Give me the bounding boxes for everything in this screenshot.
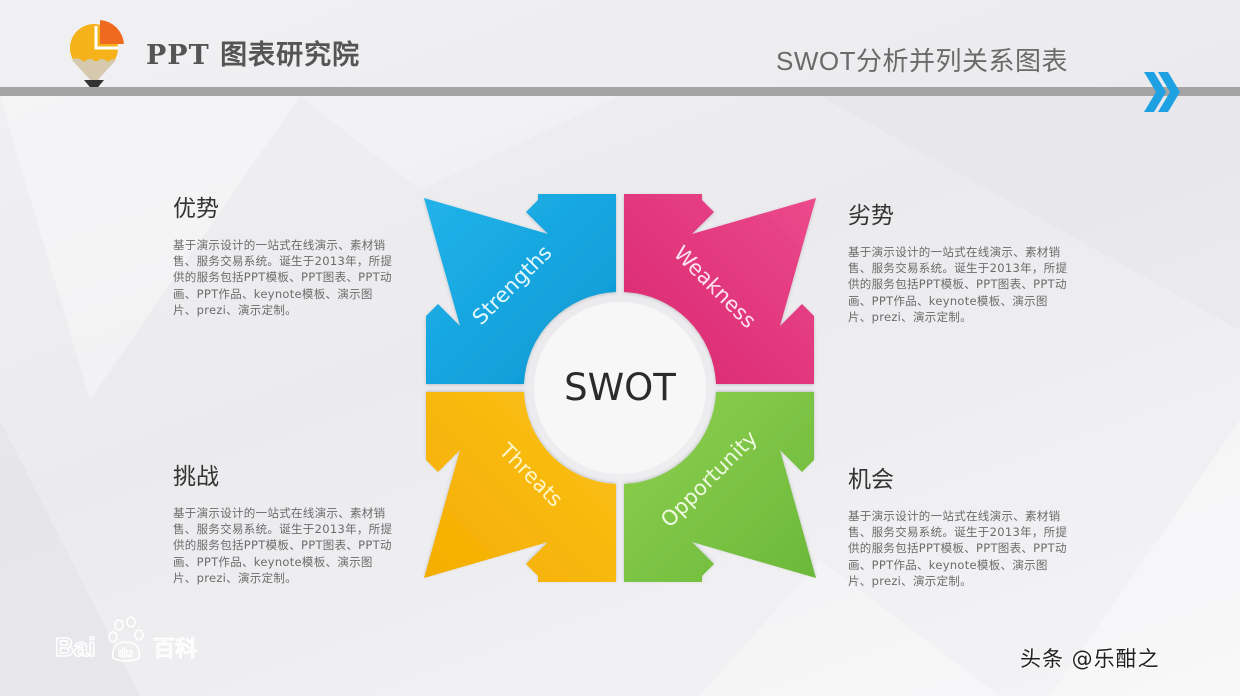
section-body: 基于演示设计的一站式在线演示、素材销售、服务交易系统。诞生于2013年，所提供的… bbox=[848, 509, 1068, 588]
svg-text:百科: 百科 bbox=[153, 637, 197, 662]
credit-watermark: 头条 @乐酣之 bbox=[1020, 647, 1160, 671]
section-opportunity: 机会 基于演示设计的一站式在线演示、素材销售、服务交易系统。诞生于2013年，所… bbox=[848, 460, 1068, 589]
header-divider bbox=[0, 87, 1240, 96]
section-strengths: 优势 基于演示设计的一站式在线演示、素材销售、服务交易系统。诞生于2013年，所… bbox=[173, 189, 393, 318]
section-title: 劣势 bbox=[848, 203, 894, 229]
center-circle bbox=[534, 302, 706, 474]
section-body: 基于演示设计的一站式在线演示、素材销售、服务交易系统。诞生于2013年，所提供的… bbox=[173, 506, 393, 585]
double-chevron-right-icon[interactable] bbox=[1140, 70, 1180, 114]
section-title: 挑战 bbox=[173, 464, 219, 490]
center-label: SWOT bbox=[564, 366, 676, 409]
swot-diagram: Strengths Weakness Threats Opportunity S… bbox=[424, 194, 816, 582]
svg-text:du: du bbox=[118, 646, 133, 660]
brand-name: PPT 图表研究院 bbox=[146, 40, 361, 71]
section-title: 优势 bbox=[173, 196, 219, 222]
section-body: 基于演示设计的一站式在线演示、素材销售、服务交易系统。诞生于2013年，所提供的… bbox=[848, 245, 1068, 324]
section-title: 机会 bbox=[848, 467, 894, 493]
pie-chart-pencil-icon bbox=[70, 20, 124, 92]
section-threats: 挑战 基于演示设计的一站式在线演示、素材销售、服务交易系统。诞生于2013年，所… bbox=[173, 457, 393, 586]
baidu-watermark: Bai du 百科 bbox=[55, 616, 198, 663]
paw-icon bbox=[108, 616, 144, 662]
section-weakness: 劣势 基于演示设计的一站式在线演示、素材销售、服务交易系统。诞生于2013年，所… bbox=[848, 196, 1068, 325]
slide-title: SWOT分析并列关系图表 bbox=[776, 46, 1068, 76]
svg-text:Bai: Bai bbox=[55, 632, 95, 662]
section-body: 基于演示设计的一站式在线演示、素材销售、服务交易系统。诞生于2013年，所提供的… bbox=[173, 238, 393, 317]
